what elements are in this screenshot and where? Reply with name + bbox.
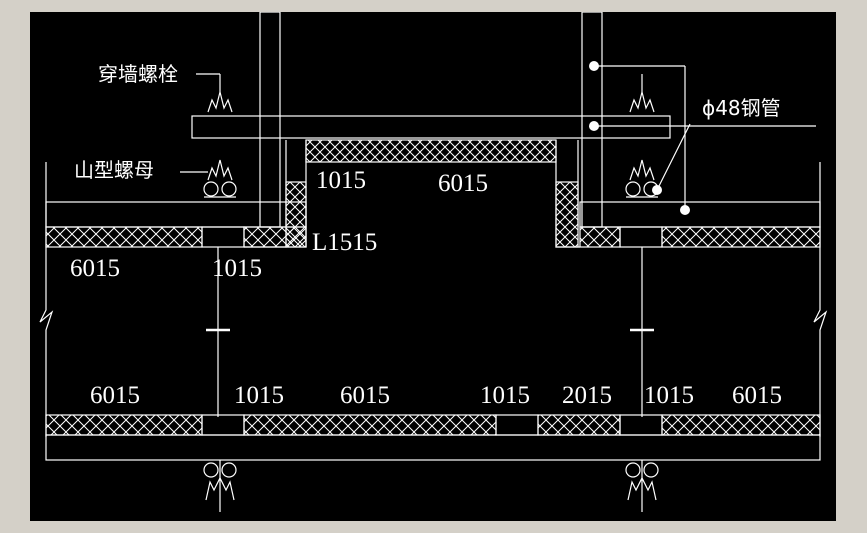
dim-bottom-3: 6015 <box>340 382 390 409</box>
formwork-section-drawing <box>39 12 828 512</box>
dim-bottom-1: 6015 <box>90 382 140 409</box>
lower-beam <box>45 434 821 461</box>
recess-top-panel <box>305 139 557 163</box>
recess-right-wall <box>555 140 580 248</box>
right-vertical-stud <box>581 12 603 228</box>
dim-left-1015: 1015 <box>212 255 262 282</box>
dim-top-1015: 1015 <box>316 167 366 194</box>
left-bottom-nut-icon <box>203 460 237 512</box>
left-vertical-stud <box>259 12 281 228</box>
dim-bottom-6: 1015 <box>644 382 694 409</box>
left-tie-rod <box>206 247 230 417</box>
dim-bottom-5: 2015 <box>562 382 612 409</box>
lower-panel <box>45 414 821 436</box>
right-top-beam <box>579 201 821 228</box>
right-top-nut-icon <box>625 74 659 198</box>
leader-lines <box>180 65 816 210</box>
leader-dots <box>589 61 690 215</box>
cad-drawing-canvas: 穿墙螺栓 山型螺母 ϕ48钢管 L1515 1015 6015 6015 101… <box>30 12 836 521</box>
wall-bolt-label: 穿墙螺栓 <box>98 62 178 86</box>
left-top-nut-icon <box>203 74 237 198</box>
dim-bottom-7: 6015 <box>732 382 782 409</box>
steel-pipe-beam <box>191 115 671 139</box>
upper-panel-right <box>579 226 821 248</box>
dim-left-6015: 6015 <box>70 255 120 282</box>
left-wall-edge <box>39 162 828 437</box>
left-top-beam <box>45 201 307 228</box>
steel-pipe-label: ϕ48钢管 <box>702 96 781 120</box>
dim-bottom-4: 1015 <box>480 382 530 409</box>
dim-bottom-2: 1015 <box>234 382 284 409</box>
right-tie-rod <box>630 247 654 417</box>
right-bottom-nut-icon <box>625 460 659 512</box>
dim-top-6015: 6015 <box>438 170 488 197</box>
recess-left-wall <box>244 140 307 248</box>
angle-label: L1515 <box>312 229 378 256</box>
upper-panel-left <box>45 226 307 248</box>
mountain-nut-label: 山型螺母 <box>74 158 154 182</box>
